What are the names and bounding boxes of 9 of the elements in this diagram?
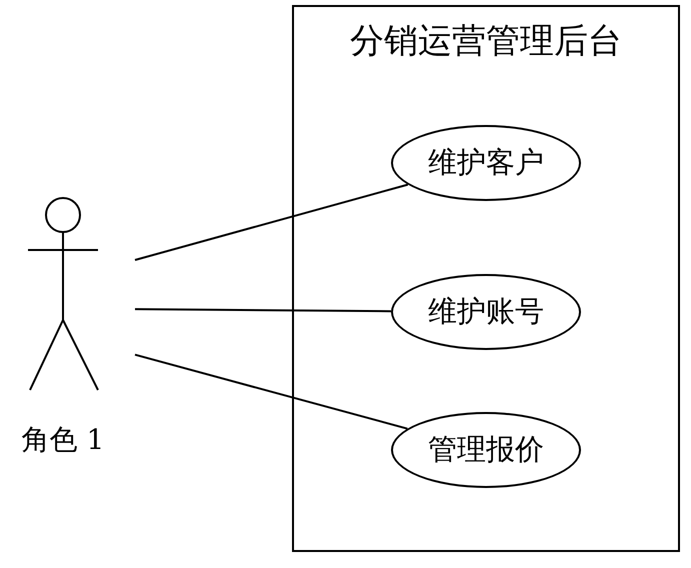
association-line	[134, 354, 408, 430]
use-case-ellipse: 管理报价	[391, 412, 581, 488]
actor-label: 角色 1	[20, 423, 106, 457]
use-case-ellipse: 维护账号	[391, 274, 581, 350]
association-line	[134, 184, 408, 261]
system-boundary	[292, 5, 680, 552]
use-case-ellipse: 维护客户	[391, 125, 581, 201]
system-title: 分销运营管理后台	[350, 21, 622, 61]
association-line	[135, 308, 392, 312]
